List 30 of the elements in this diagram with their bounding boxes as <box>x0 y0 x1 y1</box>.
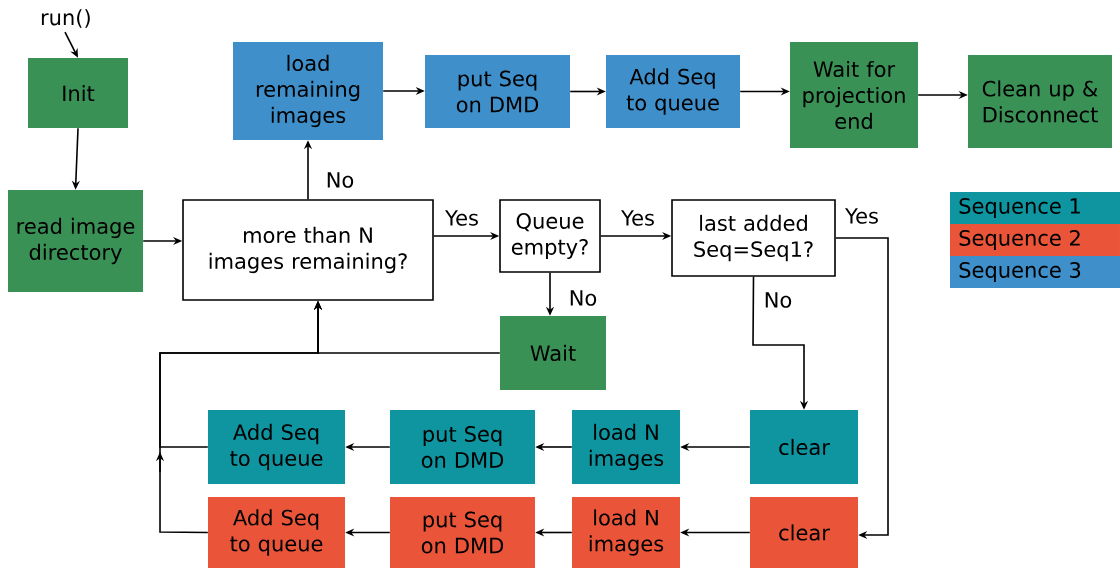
decision-box: more than N images remaining? <box>182 199 434 301</box>
edge-label: Yes <box>620 209 656 227</box>
process-box: Add Seq to queue <box>606 55 740 128</box>
process-box: load N images <box>572 497 680 568</box>
process-box: clear <box>750 410 858 484</box>
process-box: load N images <box>572 410 680 484</box>
process-box: Add Seq to queue <box>208 497 345 568</box>
process-box: load remaining images <box>233 42 383 140</box>
edge-label: No <box>567 289 599 307</box>
edge-label: No <box>324 171 356 189</box>
process-box: put Seq on DMD <box>425 55 570 128</box>
process-box: Add Seq to queue <box>208 410 345 484</box>
process-box: read image directory <box>8 190 143 292</box>
arrow <box>835 237 889 540</box>
process-box: put Seq on DMD <box>390 410 535 484</box>
process-box: Wait <box>500 316 606 390</box>
edge-label: No <box>762 291 794 309</box>
edge-label: Yes <box>844 207 880 225</box>
process-box: put Seq on DMD <box>390 497 535 568</box>
legend-label: Sequence 3 <box>959 262 1081 282</box>
legend-label: Sequence 1 <box>959 198 1080 218</box>
edge-label: Yes <box>444 209 480 227</box>
process-box: Wait for projection end <box>790 42 918 148</box>
decision-box: last added Seq=Seq1? <box>671 199 836 277</box>
process-box: clear <box>750 497 858 568</box>
legend-label: Sequence 2 <box>959 230 1080 250</box>
process-box: Init <box>28 58 128 128</box>
decision-box: Queue empty? <box>499 199 601 273</box>
process-box: Clean up & Disconnect <box>968 55 1112 148</box>
start-label: run() <box>41 9 90 28</box>
